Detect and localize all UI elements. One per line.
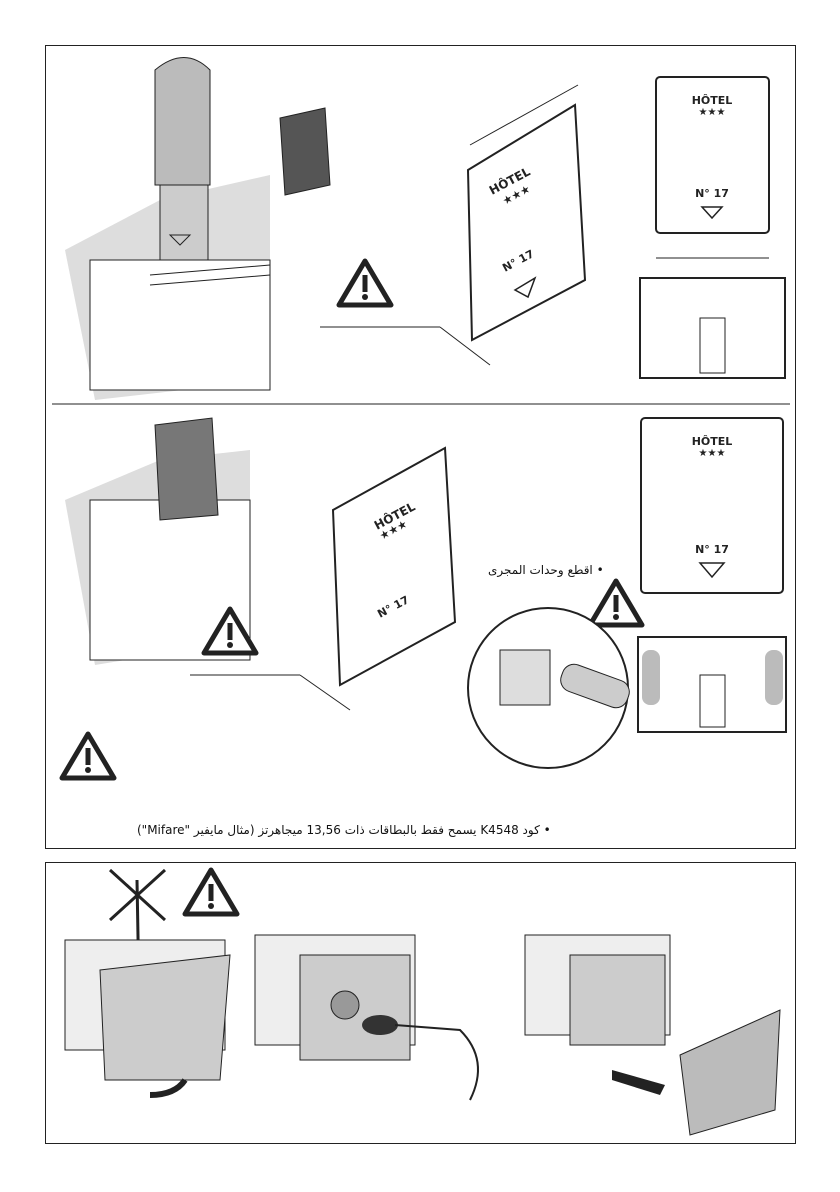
warning-icon (590, 581, 642, 625)
mifare-note: • كود K4548 يسمح فقط بالبطاقات ذات 13,56… (137, 823, 551, 837)
arrow-icon (612, 1070, 665, 1095)
flat-card-middle: HÔTEL ★★★ N° 17 (467, 417, 787, 769)
wrong-removal-step (64, 870, 237, 1098)
svg-text:N° 17: N° 17 (695, 543, 729, 556)
cut-guides-note: • اقطع وحدات المجرى (488, 563, 604, 577)
top-panel (45, 45, 796, 849)
warning-icon (62, 734, 114, 778)
svg-text:HÔTEL: HÔTEL (692, 94, 733, 107)
warning-icon (185, 870, 237, 914)
bottom-panel (45, 862, 796, 1144)
svg-text:N° 17: N° 17 (695, 187, 729, 200)
svg-text:★★★: ★★★ (699, 448, 726, 459)
flat-card-top: HÔTEL ★★★ N° 17 (639, 76, 786, 379)
svg-text:★★★: ★★★ (699, 107, 726, 118)
refit-step (524, 934, 781, 1136)
card-reader-with-card (65, 417, 351, 711)
card-reader-with-holder (65, 57, 271, 400)
cleaning-step (254, 934, 479, 1101)
warning-icon (339, 261, 391, 305)
svg-text:HÔTEL: HÔTEL (692, 435, 733, 448)
angled-card-top: HÔTEL ★★★ N° 17 (320, 84, 587, 366)
angled-card-middle: HÔTEL ★★★ N° 17 (331, 446, 457, 687)
small-card (279, 107, 331, 196)
